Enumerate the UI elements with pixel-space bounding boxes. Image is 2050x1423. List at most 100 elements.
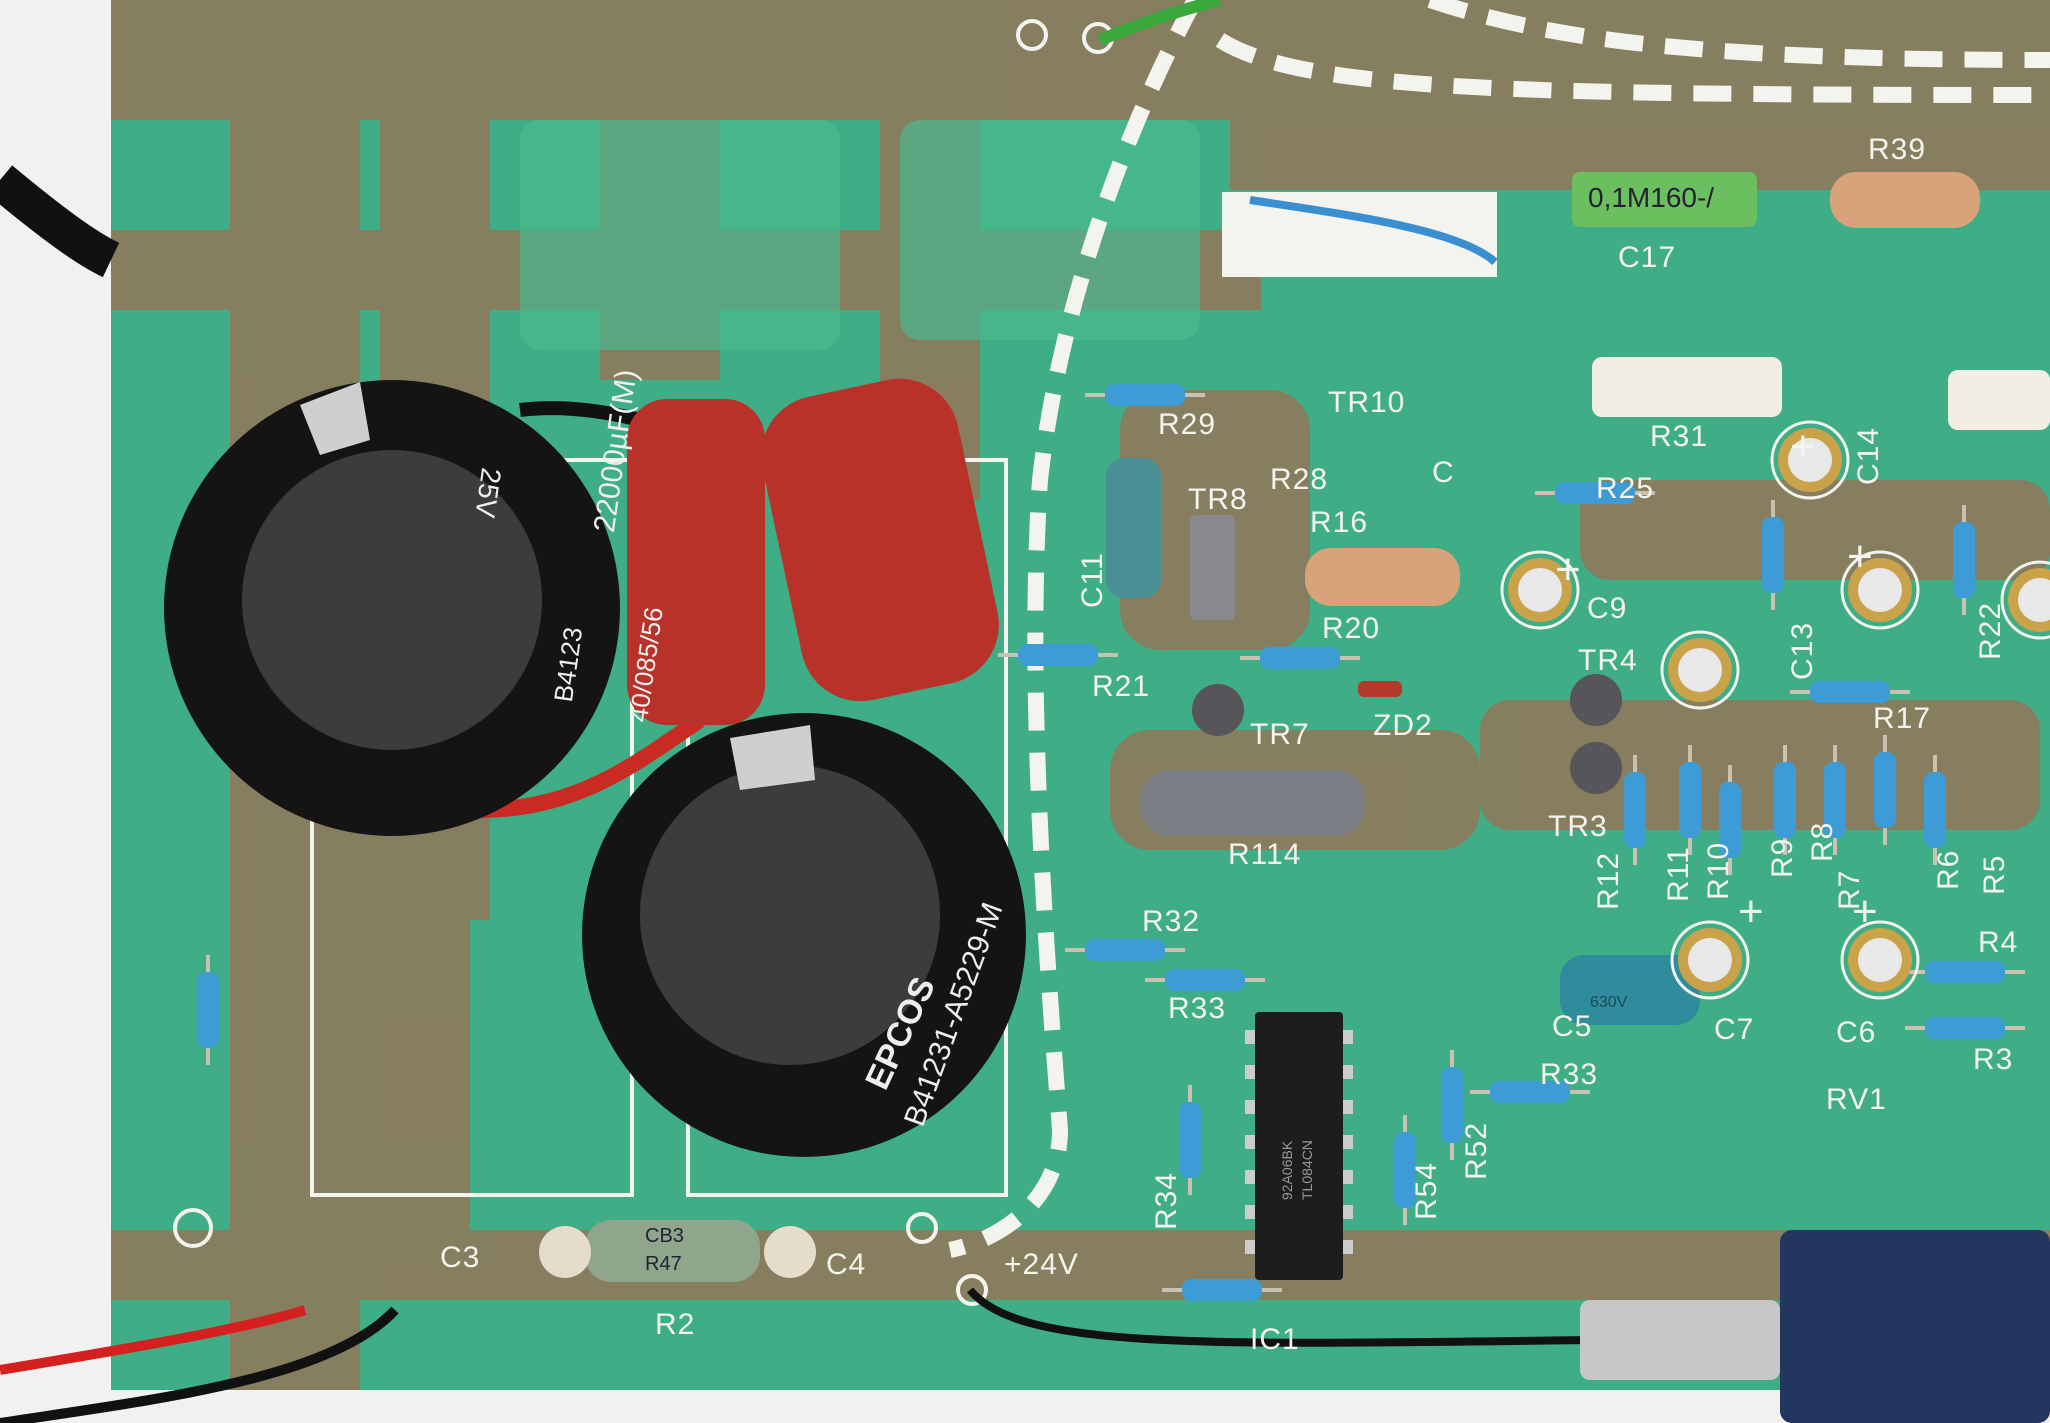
resistor [1441,1067,1463,1143]
silkscreen-label: C7 [1714,1013,1755,1046]
capacitor-outline [2000,560,2050,640]
resistor [1555,482,1635,504]
silkscreen-label: R22 [1974,601,2007,660]
ic-pin [1343,1065,1353,1079]
capacitor-top [1858,938,1902,982]
resistor [1762,517,1784,593]
capacitor-top [1518,568,1562,612]
silkscreen-label: C9 [1587,592,1628,625]
resistor [1018,644,1098,666]
silkscreen-label: R33 [1540,1058,1599,1091]
transistor [1570,742,1622,794]
silkscreen-label: TR4 [1578,644,1638,677]
silkscreen-label: TR8 [1188,483,1248,516]
resistor [1924,772,1946,848]
silkscreen-label: R3 [1973,1043,2014,1076]
film-cap-marking: 0,1M160-/ [1588,182,1715,213]
resistor-r39 [1830,172,1980,228]
silkscreen-label: R33 [1168,992,1227,1025]
silkscreen-label: R17 [1873,702,1932,735]
capacitor-22000uf [164,380,620,836]
ic-pin [1245,1065,1255,1079]
capacitor-outline [1840,550,1920,630]
silkscreen-label: R34 [1150,1171,1183,1230]
ground-planes [520,120,1200,350]
silkscreen-label: TR3 [1548,810,1608,843]
ic-pin [1343,1030,1353,1044]
capacitor-top [2018,578,2050,622]
silkscreen-label: C11 [1076,552,1109,608]
ic-pin [1245,1030,1255,1044]
resistor [1874,752,1896,828]
capacitor-top [1678,648,1722,692]
c5-marking: 630V [1590,994,1628,1011]
capacitor-outline [1500,550,1580,630]
capacitor-top [1788,438,1832,482]
silkscreen-label: R2 [655,1308,696,1341]
resistor [1394,1132,1416,1208]
resistor-right [1948,370,2050,430]
ic-pin [1343,1100,1353,1114]
green-wire [1097,0,1222,46]
resistor [1624,772,1646,848]
resistor-r31 [1592,357,1782,417]
red-capacitor-2 [761,378,999,702]
silkscreen-label: + [1852,887,1879,936]
silkscreen-label: IC1 [1250,1323,1300,1356]
capacitor-outline [1670,920,1750,1000]
red-wire [0,1305,307,1375]
zener-diode [1358,681,1402,697]
silkscreen-label: C [1432,456,1455,489]
silkscreen-label: ZD2 [1373,709,1433,742]
ic-marking-2: TL084CN [1299,1140,1315,1200]
red-capacitor-1 [627,399,765,725]
capacitor-outline [1840,920,1920,1000]
potentiometer-body [1780,1230,2050,1423]
ic-pin [1343,1170,1353,1184]
black-wire-24v [966,1287,1591,1347]
resistor [1810,681,1890,703]
silkscreen-label: R52 [1460,1121,1493,1180]
silkscreen-label: C5 [1552,1010,1593,1043]
silkscreen-label: C4 [826,1248,867,1281]
silkscreen-label: + [1555,545,1582,594]
resistor [1085,939,1165,961]
ic-pin [1245,1100,1255,1114]
capacitor-epcos [582,713,1026,1157]
small-components [197,384,2050,1301]
silkscreen-label: R25 [1596,472,1655,505]
silkscreen-label: R9 [1766,837,1799,878]
silkscreen-label: RV1 [1826,1083,1887,1116]
ic-pin [1245,1135,1255,1149]
resistor [1105,384,1185,406]
silkscreen-label: + [1738,887,1765,936]
silkscreen-label: R20 [1322,612,1381,645]
capacitor-outline [1660,630,1740,710]
silkscreen-label: R4 [1978,926,2019,959]
black-cable [0,165,120,278]
resistor [1774,762,1796,838]
transistor [1570,674,1622,726]
resistor [1179,1102,1201,1178]
blue-wire [1249,196,1498,266]
silkscreen-label: R114 [1228,838,1302,871]
ic-pin [1245,1170,1255,1184]
ic-pin [1343,1135,1353,1149]
resistor [1824,762,1846,838]
silkscreen-label: R6 [1932,849,1965,890]
resistor [1490,1081,1570,1103]
silkscreen-label: R10 [1702,841,1735,900]
resistor [1953,522,1975,598]
capacitor-top [1858,568,1902,612]
resistor-r2 [585,1220,760,1282]
resistor-r2-end [764,1226,816,1278]
silkscreen-label: C3 [440,1241,481,1274]
silkscreen-label: R28 [1270,463,1329,496]
resistor-r16 [1305,548,1460,606]
ic-pin [1245,1240,1255,1254]
ic-tl084 [1255,1012,1343,1280]
resistor [197,972,219,1048]
resistor [1719,782,1741,858]
silkscreen-label: R54 [1410,1161,1443,1220]
